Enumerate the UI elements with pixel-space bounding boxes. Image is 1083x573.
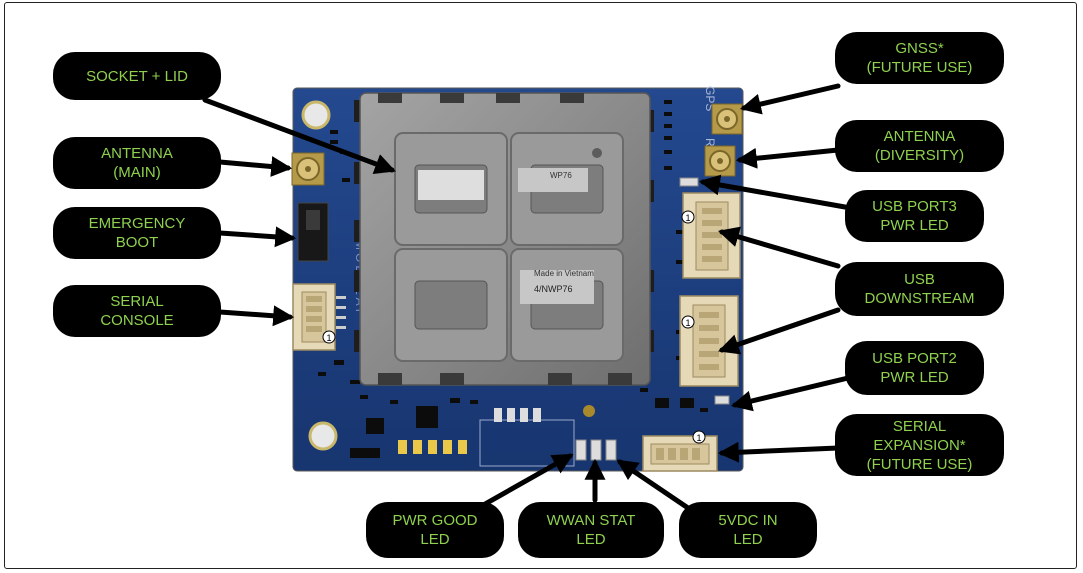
label-gnss: GNSS* (FUTURE USE) (835, 32, 1004, 84)
pin1-label: 1 (685, 318, 690, 328)
arrow-emergency-boot (217, 226, 297, 248)
label-antenna-main: ANTENNA (MAIN) (53, 137, 221, 189)
mounting-hole (301, 100, 331, 130)
serial-console-connector (292, 283, 346, 351)
antenna-gnss-connector (711, 103, 743, 135)
label-socket-lid: SOCKET + LID (53, 52, 221, 100)
pin1-marker-serial-expansion: 1 (692, 430, 706, 444)
arrow-gnss (739, 83, 841, 115)
emergency-boot-switch (297, 202, 329, 262)
status-leds (575, 439, 617, 461)
antenna-diversity-connector (704, 145, 736, 177)
module-text-part: 4/NWP76 (534, 284, 573, 294)
label-emergency-boot: EMERGENCY BOOT (53, 207, 221, 259)
arrow-usb-downstream-top (717, 226, 841, 269)
arrow-pwr-good-led (475, 453, 574, 511)
figure-frame (4, 2, 1077, 569)
label-usb-port2-led: USB PORT2 PWR LED (845, 341, 984, 395)
arrow-serial-expansion (717, 441, 841, 463)
label-5vdc-led: 5VDC IN LED (679, 502, 817, 558)
label-serial-console: SERIAL CONSOLE (53, 285, 221, 337)
label-usb-downstream: USB DOWNSTREAM (835, 262, 1004, 316)
arrow-antenna-diversity (735, 147, 841, 169)
pin1-marker-usb2: 1 (681, 315, 695, 329)
usb-port2-connector (679, 295, 739, 387)
pin1-label: 1 (696, 433, 701, 443)
socket-lid: WP76 Made in Vietnam 4/NWP76 (354, 92, 654, 386)
pin1-marker-serial-console: 1 (322, 330, 336, 344)
antenna-main-connector (291, 152, 325, 186)
label-usb-port3-led: USB PORT3 PWR LED (845, 190, 984, 242)
pin1-label: 1 (685, 213, 690, 223)
module-text-wp: WP76 (550, 171, 572, 180)
serial-expansion-connector (642, 435, 718, 472)
arrow-5vdc-led (616, 459, 691, 511)
arrow-socket-lid (202, 97, 396, 174)
pin1-label: 1 (326, 333, 331, 343)
label-antenna-diversity: ANTENNA (DIVERSITY) (835, 120, 1004, 172)
arrow-antenna-main (217, 156, 293, 177)
label-pwr-good-led: PWR GOOD LED (366, 502, 504, 558)
arrow-usb-port2-led (730, 375, 851, 412)
mounting-hole (308, 421, 338, 451)
pin1-marker-usb3: 1 (681, 210, 695, 224)
arrow-usb-port3-led (698, 174, 848, 210)
label-wwan-stat-led: WWAN STAT LED (518, 502, 664, 558)
label-serial-expansion: SERIAL EXPANSION* (FUTURE USE) (835, 414, 1004, 476)
module-text-made-in: Made in Vietnam (534, 269, 594, 278)
arrow-usb-downstream-bottom (718, 307, 841, 355)
mounting-hole (583, 405, 595, 417)
arrow-serial-console (217, 305, 295, 327)
